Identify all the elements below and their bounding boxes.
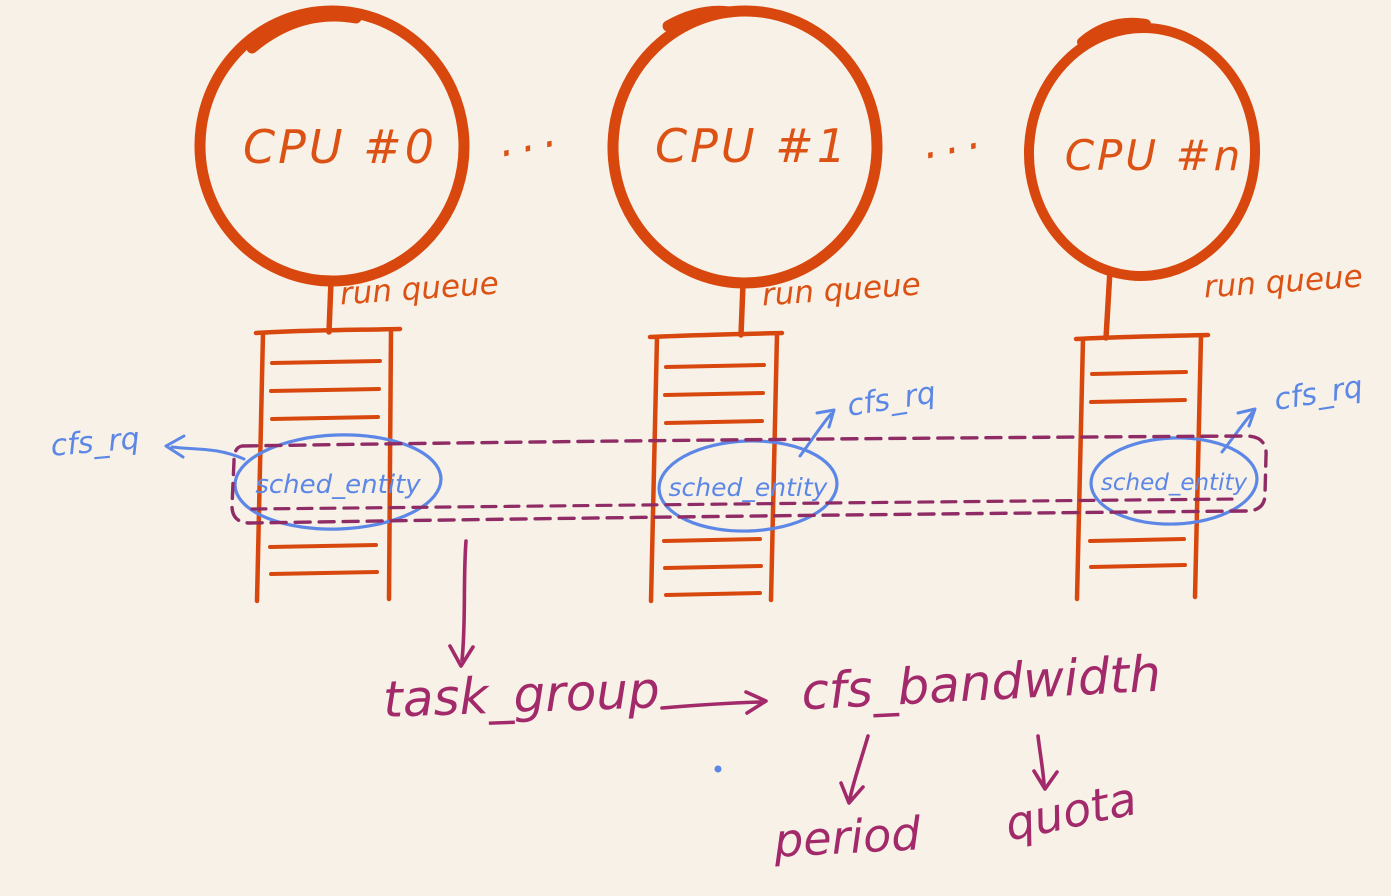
run-queue-1-left	[648, 334, 660, 604]
cpu-n-runqueue-connector	[1103, 267, 1113, 341]
stray-pen-dot	[714, 765, 722, 773]
task-group-band-group	[230, 434, 1268, 525]
task-group-band	[230, 434, 1268, 525]
cfs-rq-1-label: cfs_rq	[845, 375, 938, 424]
run-queue-n-left	[1074, 336, 1086, 602]
cpu-1-group: CPU #1 run queue sched_entity cfs_rq	[607, 5, 938, 604]
task-group-band-inner-line	[250, 497, 1242, 511]
run-queue-0-right	[386, 327, 394, 602]
run-queue-n-label: run queue	[1203, 259, 1364, 306]
cpu-n-circle-tail	[1077, 17, 1151, 47]
cfs-rq-1-arrow	[798, 408, 836, 458]
period-label: period	[772, 806, 923, 868]
bandwidth-to-quota-arrow	[1032, 734, 1059, 791]
cpu-n-group: CPU #n run queue sched_entity cfs_rq	[1023, 17, 1365, 602]
run-queue-n-top	[1073, 332, 1211, 342]
run-queue-n	[1073, 332, 1211, 602]
cfs-rq-n-arrow	[1220, 407, 1257, 454]
cpu-1-circle-tail	[662, 5, 736, 32]
sched-entity-n-ellipse	[1089, 436, 1259, 526]
cfs-rq-n-label: cfs_rq	[1272, 369, 1365, 418]
run-queue-0-left	[254, 330, 266, 604]
cfs-bandwidth-label: cfs_bandwidth	[800, 645, 1162, 722]
cpu-n-label: CPU #n	[1065, 131, 1244, 180]
cpu-1-circle	[607, 5, 883, 289]
task-group-to-bandwidth-arrow	[660, 690, 768, 715]
run-queue-1-top	[647, 330, 785, 340]
quota-label: quota	[1000, 771, 1141, 851]
cpu-1-label: CPU #1	[655, 119, 849, 173]
band-to-task-group-arrow	[448, 539, 475, 668]
run-queue-1	[647, 330, 785, 604]
sched-entity-n-label: sched_entity	[1101, 470, 1248, 496]
cpu-0-runqueue-connector	[326, 278, 334, 335]
cpu-0-label: CPU #0	[243, 120, 437, 174]
cpu-0-circle-tail	[246, 10, 362, 54]
run-queue-1-slots	[662, 363, 766, 597]
ellipsis-left: ...	[493, 104, 568, 168]
run-queue-0-slots	[268, 359, 382, 576]
cpu-0-group: CPU #0 run queue sched_entity cfs_rq	[49, 5, 500, 604]
bandwidth-to-period-arrow	[839, 734, 870, 805]
run-queue-0	[253, 326, 403, 604]
cpu-1-runqueue-connector	[738, 281, 746, 338]
cfs-rq-0-label: cfs_rq	[49, 421, 141, 464]
ellipsis-right: ...	[917, 106, 992, 170]
task-group-label: task_group	[382, 661, 660, 729]
sched-entity-1-label: sched_entity	[669, 473, 829, 502]
sched-entity-0-label: sched_entity	[255, 470, 421, 500]
run-queue-0-top	[253, 326, 403, 336]
run-queue-1-right	[768, 331, 780, 603]
sched-entity-0-ellipse	[233, 433, 443, 531]
cfs-rq-0-arrow	[164, 434, 246, 461]
run-queue-n-slots	[1088, 370, 1188, 569]
run-queue-n-right	[1192, 333, 1204, 600]
